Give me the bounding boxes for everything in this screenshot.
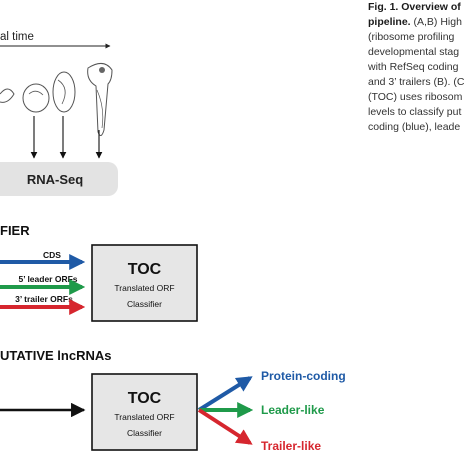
output-label-leader-like: Leader-like bbox=[261, 403, 325, 417]
caption-line-7: levels to classify put bbox=[368, 106, 462, 118]
toc-subtitle-2-c: Classifier bbox=[127, 428, 162, 438]
rna-seq-box bbox=[0, 162, 118, 196]
toc-classifier-box-b bbox=[91, 244, 198, 322]
caption-line-4: with RefSeq coding bbox=[368, 61, 459, 73]
figure-caption: Fig. 1. Overview of pipeline. (A,B) High… bbox=[368, 0, 474, 135]
panel-b-heading: FIER bbox=[0, 223, 30, 238]
rna-seq-label: RNA-Seq bbox=[27, 172, 83, 187]
toc-subtitle-1-b: Translated ORF bbox=[114, 283, 174, 293]
output-label-trailer-like: Trailer-like bbox=[261, 439, 321, 453]
embryo-stage-3 bbox=[52, 71, 76, 113]
toc-subtitle-1-c: Translated ORF bbox=[114, 412, 174, 422]
caption-line-2: (ribosome profiling bbox=[368, 31, 455, 43]
caption-line-1: pipeline. (A,B) High bbox=[368, 16, 462, 28]
toc-classifier-box-c bbox=[91, 373, 198, 451]
caption-title-line: Fig. 1. Overview of bbox=[368, 1, 461, 13]
caption-line-5: and 3’ trailers (B). (C bbox=[368, 76, 465, 88]
embryo-stage-1 bbox=[0, 88, 15, 103]
toc-title-c: TOC bbox=[128, 390, 162, 407]
panel-b: FIER CDS 5’ leader ORFs 3’ trailer ORFs … bbox=[0, 223, 198, 322]
embryo-stage-2 bbox=[22, 83, 50, 113]
panel-a: al time RNA-Seq bbox=[0, 31, 118, 196]
toc-title-b: TOC bbox=[128, 261, 162, 278]
panel-c-heading: UTATIVE lncRNAs bbox=[0, 348, 111, 363]
zebrafish-stage-sketches bbox=[0, 63, 113, 136]
larva-stage bbox=[87, 63, 113, 136]
output-label-protein-coding: Protein-coding bbox=[261, 369, 346, 383]
caption-line-6: (TOC) uses ribosom bbox=[368, 91, 463, 103]
panel-c: UTATIVE lncRNAs TOC Translated ORF Class… bbox=[0, 348, 346, 453]
input-label-trailer: 3’ trailer ORFs bbox=[15, 294, 73, 304]
input-label-cds: CDS bbox=[43, 250, 61, 260]
output-arrow-protein-coding bbox=[197, 376, 253, 412]
caption-line-3: developmental stag bbox=[368, 46, 460, 58]
output-arrow-trailer-like bbox=[197, 408, 253, 445]
caption-line-8: coding (blue), leade bbox=[368, 121, 461, 133]
toc-subtitle-2-b: Classifier bbox=[127, 299, 162, 309]
timeline-label: al time bbox=[0, 31, 34, 43]
input-label-leader: 5’ leader ORFs bbox=[18, 274, 77, 284]
